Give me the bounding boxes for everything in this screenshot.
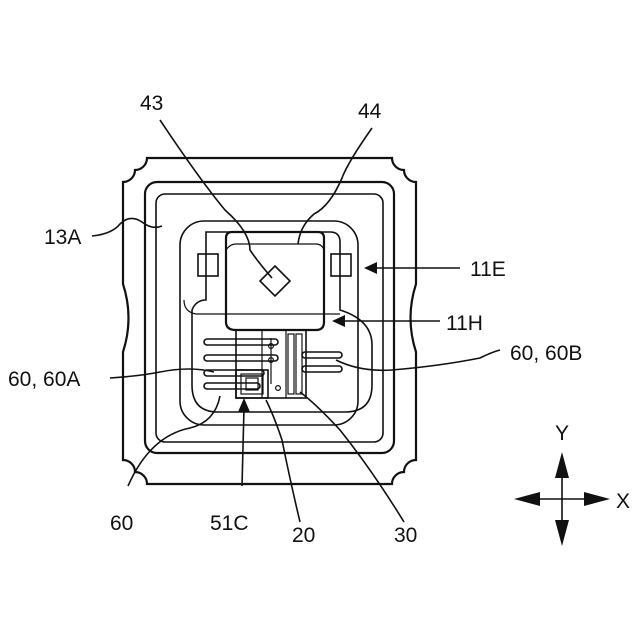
label-20: 20 bbox=[292, 524, 315, 547]
label-43: 43 bbox=[140, 92, 163, 115]
element-43 bbox=[260, 266, 290, 296]
leader-60-60a bbox=[110, 369, 214, 378]
axis-arrow-right bbox=[584, 492, 610, 506]
axis-arrow-left bbox=[514, 492, 540, 506]
leader-20 bbox=[266, 400, 300, 522]
wires-60b bbox=[302, 352, 342, 372]
label-60-60a: 60, 60A bbox=[8, 368, 80, 391]
tab-right bbox=[331, 254, 351, 276]
label-60: 60 bbox=[110, 512, 133, 535]
leader-51c bbox=[242, 408, 244, 486]
recess-edge bbox=[184, 300, 340, 314]
axis-arrow-down bbox=[555, 520, 569, 546]
label-11h: 11H bbox=[446, 312, 483, 335]
leader-60-60b bbox=[336, 350, 500, 370]
axis-label-y: Y bbox=[555, 422, 569, 445]
axis-label-x: X bbox=[616, 490, 630, 513]
label-11e: 11E bbox=[470, 258, 506, 281]
arrowhead-11h bbox=[332, 315, 345, 327]
leader-13a bbox=[92, 218, 162, 236]
contact-strip-b bbox=[296, 334, 302, 394]
via-3 bbox=[276, 386, 281, 391]
arrowhead-51c bbox=[238, 398, 250, 412]
axis-arrow-up bbox=[555, 452, 569, 478]
label-30: 30 bbox=[394, 524, 417, 547]
label-44: 44 bbox=[358, 100, 382, 123]
label-60-60b: 60, 60B bbox=[510, 342, 582, 365]
leader-44 bbox=[298, 128, 372, 244]
chip-44-bevel bbox=[226, 244, 324, 250]
label-13a: 13A bbox=[44, 226, 81, 249]
label-51c: 51C bbox=[210, 512, 249, 535]
tab-left bbox=[198, 254, 218, 276]
axis-indicator: Y X bbox=[514, 422, 630, 546]
arrowhead-11e bbox=[364, 262, 377, 274]
chip-44 bbox=[226, 232, 324, 330]
contact-strip-a bbox=[288, 334, 294, 394]
